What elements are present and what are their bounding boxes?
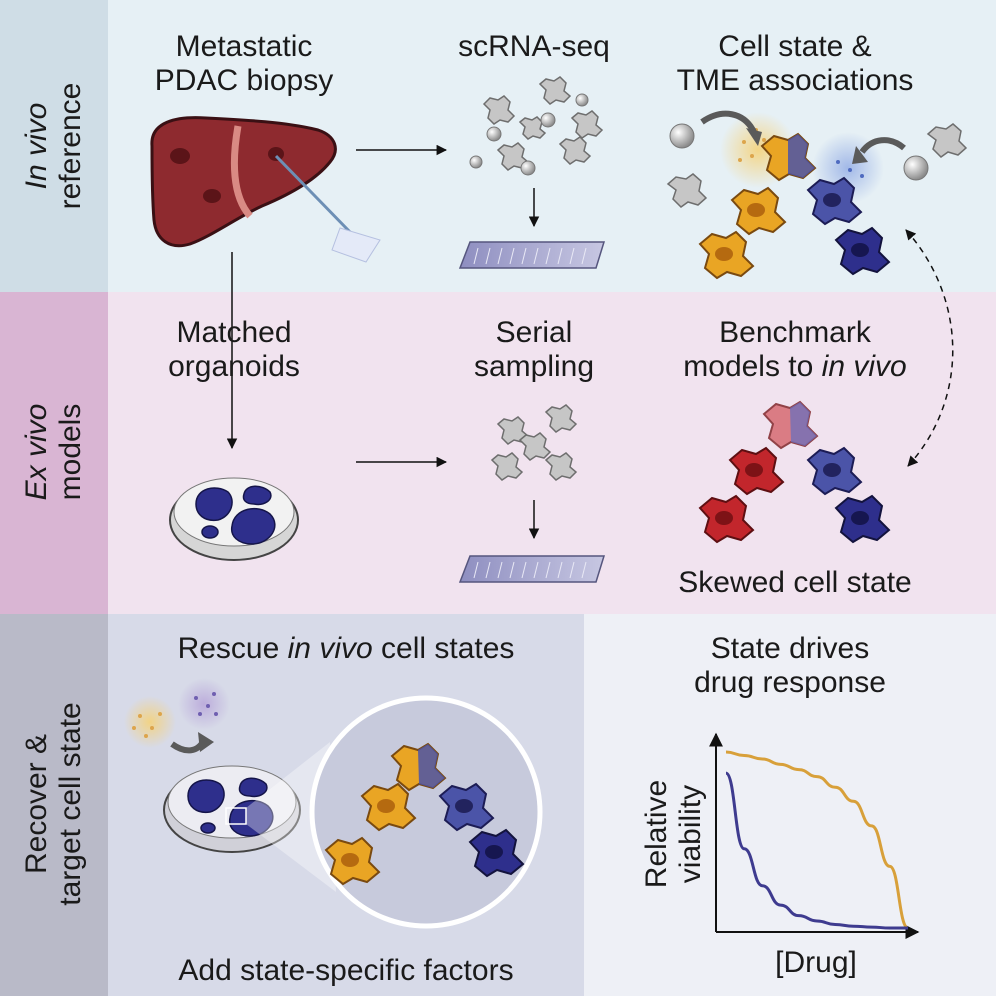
dashed-double-arrow [905, 229, 954, 467]
recover-side-bar [0, 614, 108, 996]
liver-icon [150, 116, 381, 263]
tme-label: Cell state & TME associations [640, 30, 950, 98]
drug-response-chart [709, 732, 920, 939]
drug-response-label: State drives drug response [640, 632, 940, 700]
in-vivo-side-label-italic: In vivo [20, 102, 53, 190]
ex-vivo-side-label-italic: Ex vivo [20, 403, 53, 501]
benchmark-cells [698, 400, 891, 544]
rescue-label-italic: in vivo [287, 632, 373, 665]
skewed-label: Skewed cell state [640, 566, 950, 600]
scrna-label: scRNA-seq [414, 30, 654, 64]
organoid-dish-icon [169, 477, 299, 561]
biopsy-label-line1: Metastatic [175, 30, 313, 63]
scrna-cell-cluster [469, 76, 604, 176]
recover-side-label-line1: Recover & [20, 733, 53, 875]
ex-vivo-side-bar [0, 292, 108, 614]
skewed-label-line1: Skewed cell state [678, 566, 912, 599]
rescue-label-after: cell states [372, 632, 515, 665]
zoom-circle [309, 695, 543, 929]
x-axis-label: [Drug] [775, 946, 857, 979]
add-factors-label-line1: Add state-specific factors [178, 954, 514, 987]
rescue-label-before: Rescue [177, 632, 288, 665]
drug-label-line1: State drives [710, 632, 870, 665]
tme-cells [666, 110, 968, 280]
serial-label-line2: sampling [473, 350, 595, 383]
benchmark-label: Benchmark models to in vivo [640, 316, 950, 384]
biopsy-label-line2: PDAC biopsy [154, 64, 334, 97]
organoids-label-line2: organoids [168, 350, 300, 383]
benchmark-label-line2-plain: models to [683, 350, 822, 383]
rescue-label: Rescue in vivo cell states [108, 632, 584, 666]
sequencing-chip-bottom [458, 555, 606, 583]
tme-label-line2: TME associations [676, 64, 914, 97]
rescue-dish-icon [163, 765, 301, 853]
serial-label: Serial sampling [414, 316, 654, 384]
organoids-label-line1: Matched [176, 316, 292, 349]
ex-vivo-side-label-rest: models [54, 403, 87, 501]
sequencing-chip-top [458, 241, 606, 269]
ex-vivo-side-label: Ex vivo models [20, 354, 88, 550]
benchmark-label-line1: Benchmark [719, 316, 871, 349]
in-vivo-side-label: In vivo reference [20, 48, 88, 244]
benchmark-label-line2-italic: in vivo [821, 350, 907, 383]
factor-clouds-icon [124, 678, 230, 754]
series-line-orange [725, 750, 910, 930]
add-factors-label: Add state-specific factors [108, 954, 584, 988]
zoom-cone [246, 742, 336, 892]
recover-side-label-line2: target cell state [54, 702, 87, 906]
in-vivo-side-label-rest: reference [54, 82, 87, 210]
scrna-label-line1: scRNA-seq [458, 30, 610, 63]
organoids-label: Matched organoids [114, 316, 354, 384]
biopsy-label: Metastatic PDAC biopsy [114, 30, 374, 98]
tme-label-line1: Cell state & [718, 30, 872, 63]
serial-sampling-cells [490, 404, 578, 481]
in-vivo-side-bar [0, 0, 108, 292]
series-line-blue [724, 771, 908, 930]
recover-side-label: Recover & target cell state [20, 654, 88, 954]
drug-label-line2: drug response [694, 666, 886, 699]
y-axis-label: Relative viability [640, 779, 707, 889]
serial-label-line1: Serial [495, 316, 573, 349]
